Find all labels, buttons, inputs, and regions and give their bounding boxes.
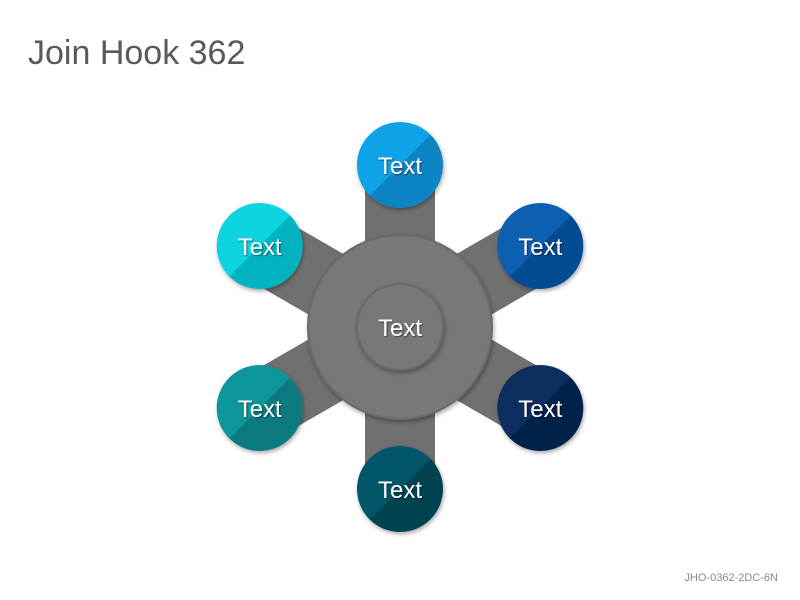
node-circle-6: [216, 203, 303, 289]
node-label-5: Text: [238, 396, 282, 423]
node-label-2: Text: [518, 234, 562, 261]
node-label-3: Text: [518, 396, 562, 423]
node-label-6: Text: [238, 234, 282, 261]
node-3: Text: [497, 365, 584, 451]
center-label: Text: [378, 315, 422, 342]
node-circle-1: [357, 122, 443, 208]
node-label-4: Text: [378, 477, 422, 504]
node-1: Text: [357, 122, 443, 208]
slide-code: JHO-0362-2DC-6N: [684, 572, 778, 584]
page-title: Join Hook 362: [28, 34, 246, 72]
node-circle-3: [497, 365, 584, 451]
node-circle-5: [216, 365, 303, 451]
hub-inner-circle: [356, 283, 444, 371]
node-2: Text: [497, 203, 584, 289]
node-5: Text: [216, 365, 303, 451]
node-6: Text: [216, 203, 303, 289]
node-circle-2: [497, 203, 584, 289]
node-label-1: Text: [378, 153, 422, 180]
node-4: Text: [357, 446, 443, 532]
hub-group: Text: [307, 234, 493, 420]
node-circle-4: [357, 446, 443, 532]
